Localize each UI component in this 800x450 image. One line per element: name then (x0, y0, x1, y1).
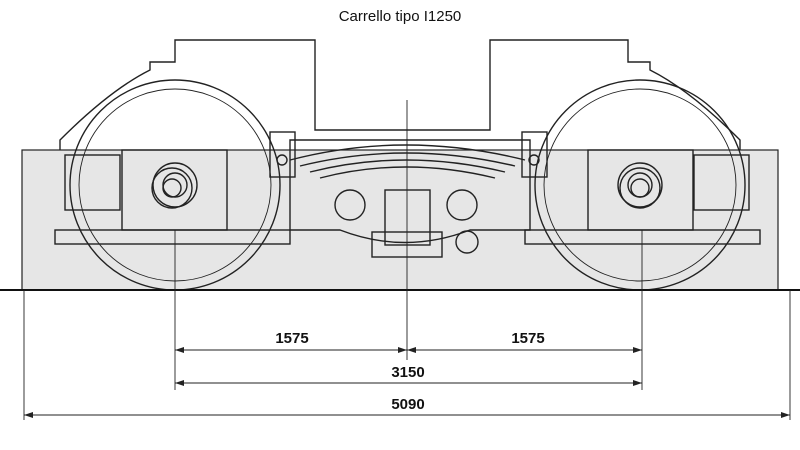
pivot-lug (455, 230, 479, 254)
center-pivot (384, 189, 431, 246)
dim-line-overall (24, 412, 790, 418)
frame-outline (59, 39, 741, 150)
drawing-title: Carrello tipo I1250 (338, 8, 462, 25)
right-spring-hanger (521, 131, 548, 178)
dim-label-half-right: 1575 (511, 330, 544, 347)
dim-label-half-left: 1575 (275, 330, 308, 347)
frame-background (21, 149, 779, 291)
bolster-hole-left (334, 189, 366, 221)
right-brake-cylinder (693, 154, 750, 211)
dim-label-overall: 5090 (391, 396, 424, 413)
central-bolster (289, 139, 531, 244)
left-brake-cylinder (64, 154, 121, 211)
dim-label-wheelbase: 3150 (391, 364, 424, 381)
left-equalizer (54, 229, 291, 245)
right-equalizer (524, 229, 761, 245)
dim-line-half-right (407, 347, 642, 353)
bolster-hole-right (446, 189, 478, 221)
dim-line-wheelbase (175, 380, 642, 386)
dim-line-half-left (175, 347, 407, 353)
left-spring-hanger (269, 131, 296, 178)
leaf-spring (289, 144, 526, 179)
